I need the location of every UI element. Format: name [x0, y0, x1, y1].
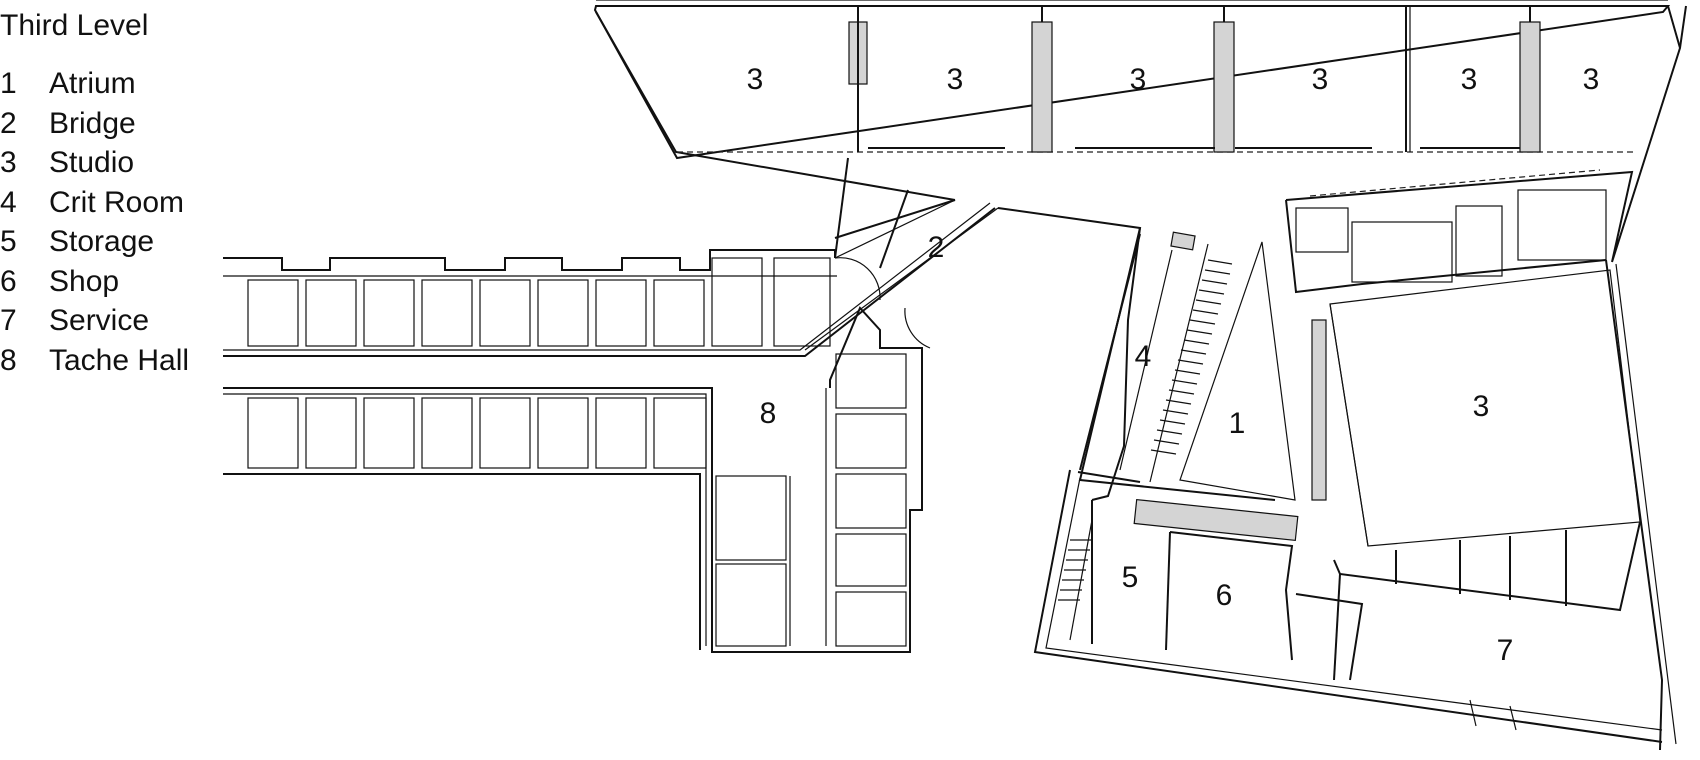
- tache-hall-wing: [223, 202, 996, 653]
- room-label-crit-room: 4: [1135, 340, 1152, 373]
- room-label-atrium: 1: [1229, 407, 1246, 440]
- room-label-studio-6: 3: [1583, 63, 1600, 96]
- legend-item-crit-room: 4 Crit Room: [0, 183, 189, 223]
- bridge: [804, 157, 999, 351]
- legend-number: 8: [0, 343, 17, 377]
- legend-title: Third Level: [0, 9, 149, 42]
- legend-item-shop: 6 Shop: [0, 262, 189, 302]
- legend-label: Bridge: [49, 106, 136, 140]
- legend-label: Service: [49, 304, 150, 337]
- room-label-storage: 5: [1122, 561, 1139, 594]
- legend-number: 2: [0, 106, 17, 140]
- south-block: [1033, 227, 1663, 743]
- legend-item-tache-hall: 8 Tache Hall: [0, 341, 189, 381]
- studio-wing-east: [1285, 5, 1687, 751]
- legend-label: Crit Room: [49, 185, 185, 219]
- room-labels: 3 3 3 3 3 3 2 4 1 3 5 6 7 8: [747, 63, 1600, 667]
- legend-number: 7: [0, 304, 17, 337]
- legend-item-service: 7 Service: [0, 301, 189, 341]
- room-label-service: 7: [1497, 634, 1514, 667]
- legend-number: 6: [0, 264, 17, 298]
- legend-number: 4: [0, 185, 17, 219]
- room-label-shop: 6: [1216, 579, 1233, 612]
- legend-label: Studio: [49, 146, 135, 179]
- room-label-tache-hall: 8: [760, 397, 777, 430]
- room-label-studio-5: 3: [1461, 63, 1478, 96]
- legend-number: 3: [0, 146, 17, 179]
- legend-label: Atrium: [49, 67, 136, 100]
- legend-item-atrium: 1 Atrium: [0, 64, 189, 104]
- legend-number: 1: [0, 67, 17, 100]
- legend-label: Tache Hall: [49, 343, 190, 377]
- room-label-studio-1: 3: [747, 63, 764, 96]
- legend-item-studio: 3 Studio: [0, 143, 189, 183]
- room-label-studio-3: 3: [1130, 63, 1147, 96]
- atrium-zone: [997, 207, 1296, 501]
- room-label-studio-4: 3: [1312, 63, 1329, 96]
- legend: Third Level 1 Atrium 2 Bridge 3 Studio 4 Cri…: [0, 8, 189, 380]
- legend-item-storage: 5 Storage: [0, 222, 189, 262]
- room-label-studio-2: 3: [947, 63, 964, 96]
- legend-item-bridge: 2 Bridge: [0, 104, 189, 144]
- legend-label: Storage: [49, 225, 155, 258]
- room-label-studio-east: 3: [1473, 390, 1490, 423]
- studio-wing-north: [593, 0, 1671, 201]
- legend-number: 5: [0, 225, 17, 258]
- legend-label: Shop: [49, 264, 120, 298]
- room-label-bridge: 2: [928, 231, 945, 264]
